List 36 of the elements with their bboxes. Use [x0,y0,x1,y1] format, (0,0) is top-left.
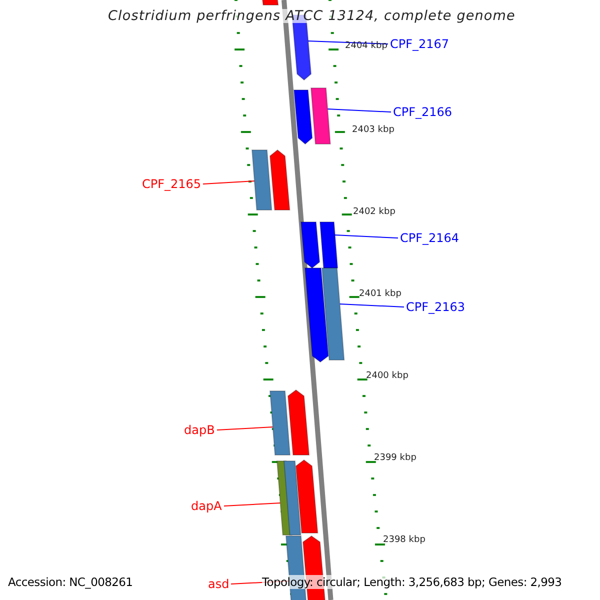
position-label: 2399 kbp [374,453,416,464]
gene-bar [320,222,338,268]
gene-bar [322,268,344,360]
position-label: 2402 kbp [353,207,396,218]
gene-bar [252,150,272,210]
gene-label: CPF_2167 [390,37,450,51]
gene-bar [284,461,301,535]
gene-label: asd [208,577,230,591]
position-label: 2398 kbp [383,535,426,546]
diagram-title: Clostridium perfringens ATCC 13124, complete genome [108,9,516,23]
gene-bar [270,391,290,455]
pointed-gene-block [301,222,320,268]
gene-label: CPF_2165 [142,177,202,191]
pointed-gene-block [296,460,318,533]
gene-label: dapA [191,499,222,513]
leader-line [339,304,404,308]
leader-line [308,40,388,44]
gene-label: CPF_2164 [400,231,460,245]
pointed-gene-block [294,90,312,144]
leader-line [334,234,398,238]
position-label: 2400 kbp [366,371,408,382]
leader-line [216,426,274,430]
genome-summary-text: Topology: circular; Length: 3,256,683 bp; Genes: 2,993 [262,575,562,589]
gene-label: CPF_2166 [393,105,452,119]
pointed-gene-block [288,390,310,455]
gene-label: CPF_2163 [406,300,466,314]
accession-text: Accession: NC_008261 [8,575,133,589]
leader-line [202,180,255,184]
position-label: 2404 kbp [345,41,388,52]
leader-line [224,502,281,506]
gene-bar [311,88,330,144]
position-label: 2403 kbp [352,125,394,136]
position-label: 2401 kbp [359,289,402,300]
leader-line [327,108,392,112]
pointed-gene-block [270,150,290,210]
gene-label: dapB [184,423,215,437]
